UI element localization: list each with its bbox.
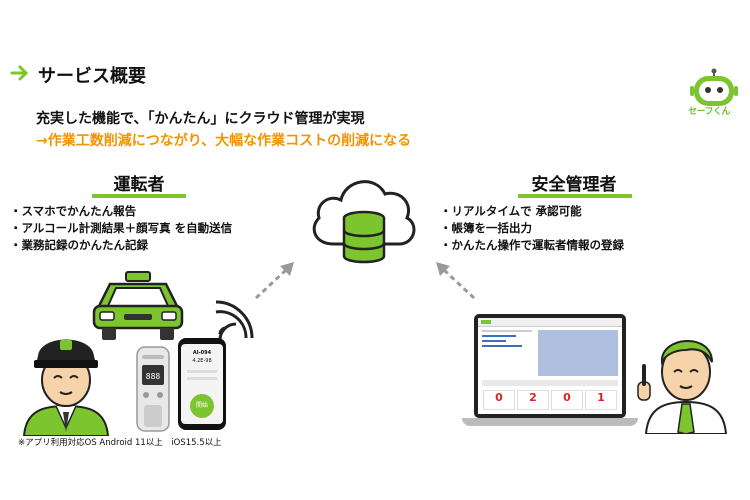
app-header-row: [482, 380, 618, 386]
driver-feature-item: 業務記録のかんたん記録: [10, 237, 232, 254]
phone-screen: AI-094 4.2E-98 開始: [181, 344, 223, 424]
app-toolbar: [478, 318, 622, 327]
driver-feature-item: スマホでかんたん報告: [10, 203, 232, 220]
stat-value: 0: [483, 390, 515, 410]
app-logo: [481, 320, 491, 324]
phone-divider: [187, 377, 217, 380]
wifi-icon: [215, 300, 254, 340]
cloud-database-icon: [312, 180, 416, 264]
laptop-screen: 0 2 0 1: [478, 318, 622, 414]
smartphone: AI-094 4.2E-98 開始: [178, 338, 226, 430]
phone-divider: [187, 370, 217, 373]
robot-logo-icon: [690, 68, 738, 106]
app-line: [482, 330, 532, 332]
stat-value: 0: [551, 390, 583, 410]
subheadline: →作業工数削減につながり、大幅な作業コストの削減になる: [36, 133, 412, 149]
manager-role-underline: [518, 194, 632, 198]
svg-text:888: 888: [146, 372, 161, 381]
page-title: サービス概要: [38, 66, 146, 87]
driver-role-title: 運転者: [113, 175, 165, 195]
app-bar: [482, 340, 506, 342]
taxi-icon: [92, 271, 184, 340]
manager-feature-item: 帳簿を一括出力: [440, 220, 624, 237]
phone-start-button[interactable]: 開始: [190, 394, 214, 418]
breathalyzer-device-icon: 888: [136, 346, 170, 432]
headline: 充実した機能で、「かんたん」にクラウド管理が実現: [36, 111, 365, 127]
driver-avatar-icon: [22, 339, 110, 436]
arrow-right-icon: [10, 65, 29, 81]
logo-text: セーフくん: [688, 107, 730, 117]
phone-line1: AI-094: [192, 350, 212, 356]
manager-avatar-icon: [637, 340, 728, 434]
app-bar: [482, 335, 516, 337]
os-requirement-note: ※アプリ利用対応OS Android 11以上 iOS15.5以上: [18, 438, 222, 448]
app-bar: [482, 345, 522, 347]
stat-value: 2: [517, 390, 549, 410]
stats-row: 0 2 0 1: [482, 390, 618, 410]
manager-role-title: 安全管理者: [531, 175, 617, 195]
download-arrow-icon: [436, 262, 476, 300]
app-panel: [538, 330, 618, 376]
manager-feature-item: リアルタイムで 承認可能: [440, 203, 624, 220]
manager-feature-list: リアルタイムで 承認可能 帳簿を一括出力 かんたん操作で運転者情報の登録: [440, 203, 625, 254]
phone-line2: 4.2E-98: [192, 358, 212, 364]
laptop-base: [462, 418, 638, 426]
driver-role-underline: [92, 194, 186, 198]
upload-arrow-icon: [254, 262, 294, 300]
driver-feature-list: スマホでかんたん報告 アルコール計測結果＋顔写真 を自動送信 業務記録のかんたん…: [10, 203, 233, 254]
stat-value: 1: [585, 390, 617, 410]
manager-feature-item: かんたん操作で運転者情報の登録: [440, 237, 625, 254]
laptop: 0 2 0 1: [474, 314, 626, 418]
driver-feature-item: アルコール計測結果＋顔写真 を自動送信: [10, 220, 233, 237]
